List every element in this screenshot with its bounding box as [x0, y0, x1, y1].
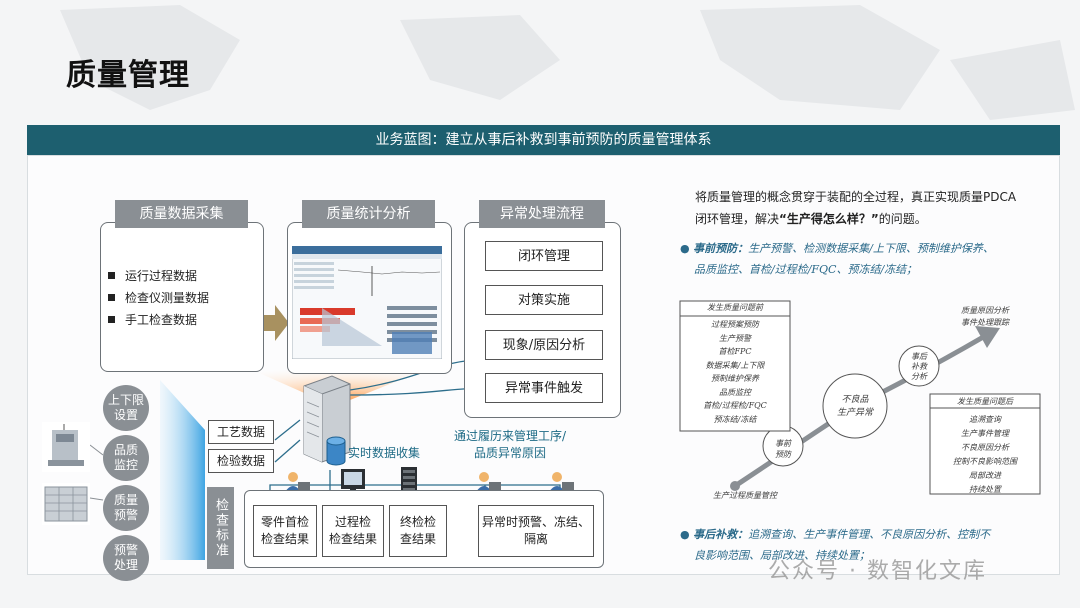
realtime-collection-label: 实时数据收集 — [348, 446, 421, 460]
inspection-standard: 检查标准 — [207, 487, 234, 569]
pdca-sketch — [679, 300, 1041, 495]
sketch-center: 不良品生产异常 — [836, 395, 873, 418]
collection-item: 检查仪测量数据 — [108, 287, 258, 309]
circle-limit-setting: 上下限设置 — [103, 385, 149, 431]
intro-text: 将质量管理的概念贯穿于装配的全过程，真正实现质量PDCA 闭环管理，解决“生产得… — [695, 190, 1017, 226]
sketch-right-box-items: 追溯查询生产事件管理 不良原因分析控制不良影响范围 局部改进持续处置 — [953, 415, 1017, 494]
database-icon — [326, 436, 346, 466]
instrument-image — [42, 483, 90, 525]
sketch-post: 事后补救分析 — [911, 352, 927, 381]
collection-item: 运行过程数据 — [108, 265, 258, 287]
sketch-left-box-title: 发生质量问题前 — [707, 303, 763, 312]
pre-prevention-text: ● 事前预防：生产预警、检测数据采集/上下限、预制维护保养、 品质监控、首检/过… — [680, 242, 994, 276]
first-inspection-box: 零件首检检查结果 — [253, 505, 317, 557]
watermark: 公众号 · 数智化文库 — [768, 559, 987, 584]
post-remedy-text: ● 事后补救：追溯查询、生产事件管理、不良原因分析、控制不 良影响范围、局部改进… — [680, 528, 991, 562]
step-event-trigger: 异常事件触发 — [485, 373, 603, 403]
machine-image — [42, 422, 90, 472]
sketch-bottom-label: 生产过程质量管控 — [713, 491, 777, 500]
circle-quality-warning: 质量预警 — [103, 485, 149, 531]
blueprint-banner: 业务蓝图：建立从事后补救到事前预防的质量管理体系 — [27, 125, 1060, 155]
analysis-header: 质量统计分析 — [302, 200, 435, 228]
page-title: 质量管理 — [66, 58, 190, 93]
analysis-screenshot — [292, 246, 442, 359]
final-inspection-box: 终检检查结果 — [389, 505, 447, 557]
step-countermeasure: 对策实施 — [485, 285, 603, 315]
sketch-right-box-title: 发生质量问题后 — [957, 397, 1013, 406]
collection-box — [100, 222, 264, 372]
trace-text: 通过履历来管理工序/品质异常原因 — [453, 429, 567, 460]
sketch-pre: 事前预防 — [775, 439, 791, 459]
inspection-data-box: 检验数据 — [208, 449, 274, 473]
collection-header: 质量数据采集 — [115, 200, 248, 228]
step-cause-analysis: 现象/原因分析 — [485, 330, 603, 360]
process-data-box: 工艺数据 — [208, 420, 274, 444]
rack-icon — [401, 467, 417, 497]
collection-list: 运行过程数据 检查仪测量数据 手工检查数据 — [108, 265, 258, 331]
step-closed-loop: 闭环管理 — [485, 241, 603, 271]
circle-warning-handling: 预警处理 — [103, 535, 149, 581]
circle-quality-monitor: 品质监控 — [103, 435, 149, 481]
exception-header: 异常处理流程 — [479, 200, 605, 228]
sketch-top-right: 质量原因分析事件处理跟踪 — [961, 306, 1009, 327]
warning-freeze-box: 异常时预警、冻结、隔离 — [478, 505, 594, 557]
collection-item: 手工检查数据 — [108, 309, 258, 331]
process-inspection-box: 过程检检查结果 — [322, 505, 384, 557]
